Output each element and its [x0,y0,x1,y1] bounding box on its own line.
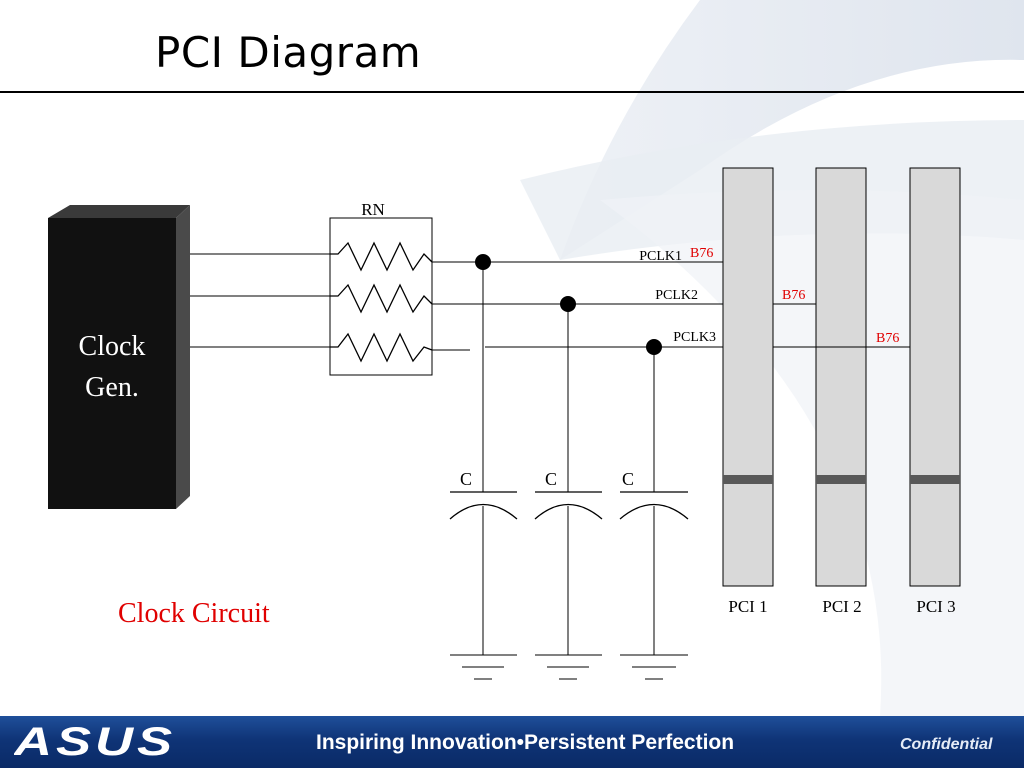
signal-label-pclk2: PCLK2 [655,288,698,303]
signal-label-pclk1: PCLK1 [639,249,682,264]
termination-label-1: B76 [690,246,713,261]
termination-label-2: B76 [782,288,805,303]
pci-slots: PCI 1 PCI 2 PCI 3 [722,167,961,616]
signal-label-pclk3: PCLK3 [673,330,716,345]
capacitor-label-3: C [622,469,634,489]
clock-gen-label-2: Gen. [85,372,139,403]
pci-slot-3 [909,167,961,587]
page-title: PCI Diagram [155,28,422,77]
clock-output-wires [190,253,330,348]
pci-slot-2 [815,167,867,587]
pci-clock-diagram: Clock Gen. RN PCI 1 PCI 2 PCI 3 [48,167,961,680]
resistor-network: RN [329,200,433,376]
pci-slot-1 [722,167,774,587]
asus-logo-text: ASUS [14,724,176,760]
resistor-2 [330,283,433,314]
asus-logo: ASUS [14,724,176,760]
capacitors [449,262,689,680]
termination-label-3: B76 [876,331,899,346]
clock-generator: Clock Gen. [48,205,190,509]
diagram-caption: Clock Circuit [118,598,270,629]
confidential-label: Confidential [900,736,993,753]
resistor-1 [330,241,433,272]
title-underline [0,91,1024,93]
capacitor-label-1: C [460,469,472,489]
footer-tagline: Inspiring Innovation•Persistent Perfecti… [316,731,735,754]
pci-slot-2-label: PCI 2 [822,597,861,616]
resistor-3 [330,332,433,363]
clock-gen-label-1: Clock [79,331,146,362]
capacitor-label-2: C [545,469,557,489]
rn-label: RN [361,200,385,219]
pci-slot-1-label: PCI 1 [728,597,767,616]
pci-slot-3-label: PCI 3 [916,597,955,616]
footer-bar: ASUS Inspiring Innovation•Persistent Per… [0,716,1024,768]
